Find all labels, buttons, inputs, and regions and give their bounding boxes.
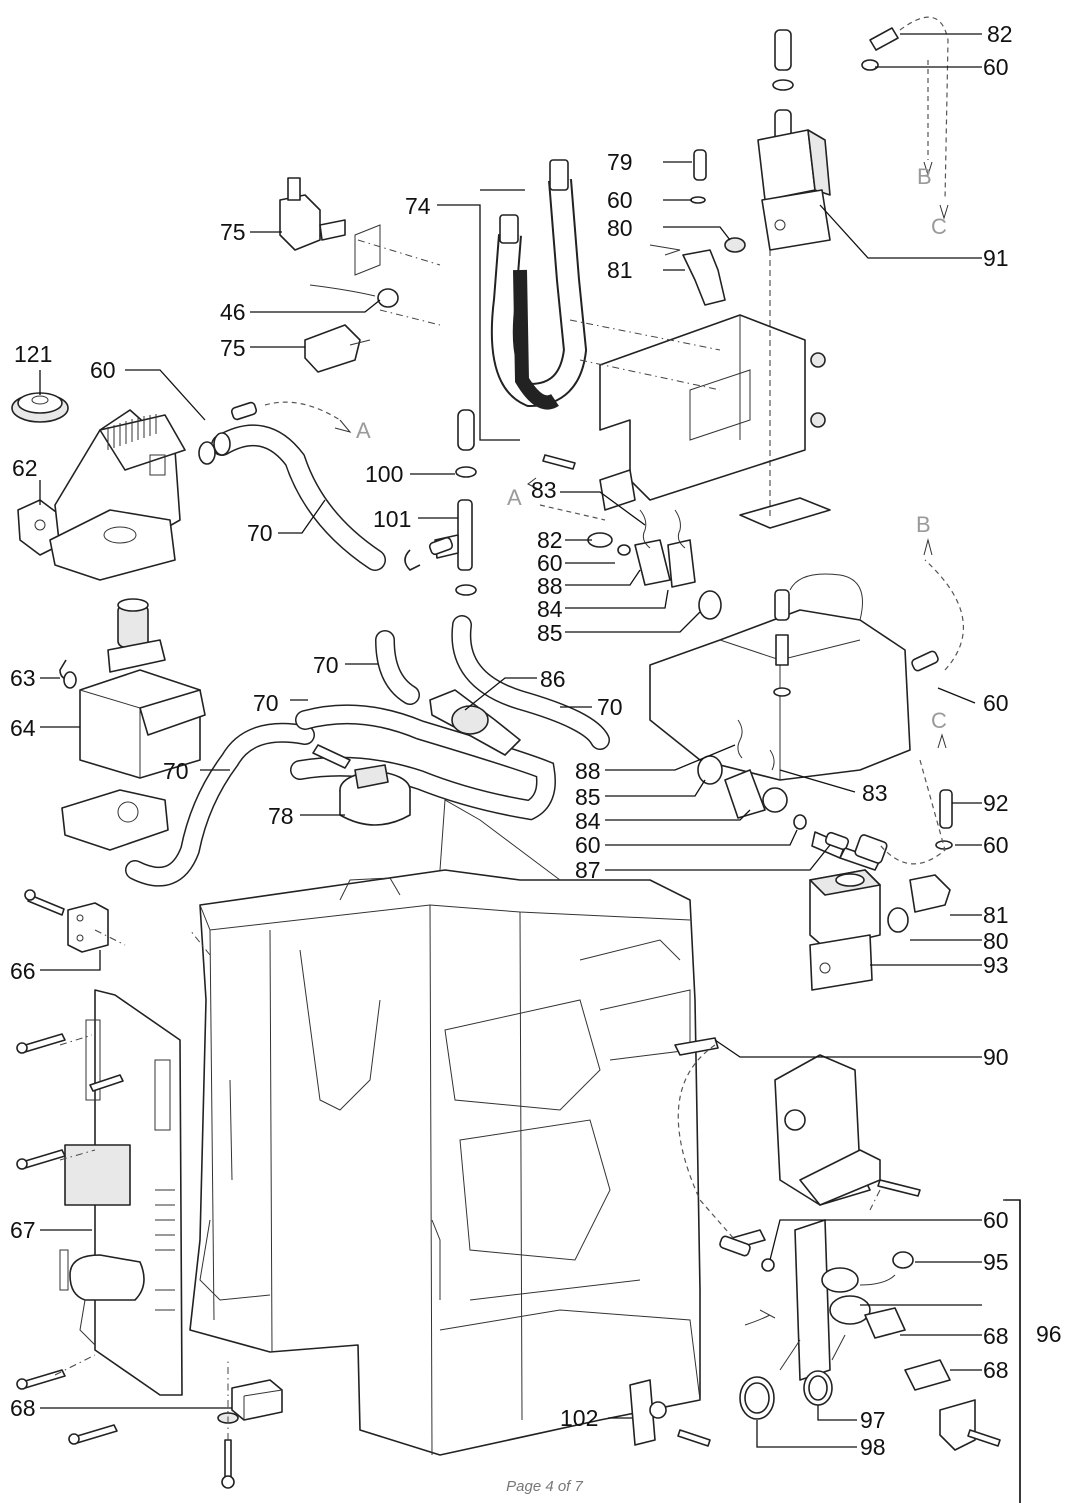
callout-85-top: 85 [537, 620, 563, 646]
hose-70-right [451, 615, 610, 750]
callout-91: 91 [983, 245, 1009, 271]
elbow-81-top [649, 149, 746, 306]
callout-68-a: 68 [983, 1323, 1009, 1349]
callout-87: 87 [575, 857, 601, 883]
callout-75-top: 75 [220, 219, 246, 245]
callout-81-b: 81 [983, 902, 1009, 928]
hose-70-long [125, 704, 556, 887]
component-121 [11, 392, 69, 423]
callout-70-d: 70 [597, 694, 623, 720]
component-78 [312, 744, 411, 826]
callout-60-top: 60 [983, 54, 1009, 80]
callout-102: 102 [560, 1405, 598, 1431]
leader-lines [39, 33, 1020, 1503]
callout-80-top: 80 [607, 215, 633, 241]
callout-80-b: 80 [983, 928, 1009, 954]
callout-83-b: 83 [862, 780, 888, 806]
coupling-84-top [587, 509, 722, 620]
callout-92: 92 [983, 790, 1009, 816]
hose-70-short [375, 630, 420, 705]
callout-101: 101 [373, 506, 411, 532]
callout-78: 78 [268, 803, 294, 829]
boiler-bracket [542, 314, 831, 529]
flowmeter-86 [429, 689, 521, 756]
page-footer: Page 4 of 7 [506, 1478, 583, 1495]
callout-97: 97 [860, 1407, 886, 1433]
callout-85-b: 85 [575, 784, 601, 810]
callout-68-left: 68 [10, 1395, 36, 1421]
callout-60-bottom: 60 [983, 1207, 1009, 1233]
group-bracket-96 [1003, 1199, 1021, 1503]
thermostat-75-top [279, 177, 381, 276]
callout-62: 62 [12, 455, 38, 481]
callout-70-e: 70 [163, 758, 189, 784]
main-housing [189, 799, 701, 1456]
callout-90: 90 [983, 1044, 1009, 1070]
callout-82-mid: 82 [537, 527, 563, 553]
callout-86: 86 [540, 666, 566, 692]
callout-64: 64 [10, 715, 36, 741]
flow-marker-b-top: B [917, 164, 932, 189]
coupling-84-bottom [697, 719, 881, 871]
callout-70-a: 70 [247, 520, 273, 546]
callout-88-top: 88 [537, 573, 563, 599]
bracket-assembly-90 [674, 1037, 921, 1206]
callout-121: 121 [14, 341, 52, 367]
callout-60-right: 60 [983, 690, 1009, 716]
callout-79: 79 [607, 149, 633, 175]
hose-70-left [198, 424, 386, 571]
valve-group-96 [724, 1219, 1001, 1451]
screws-left [16, 889, 239, 1489]
flow-arrows [334, 161, 949, 1371]
callout-84-b: 84 [575, 808, 601, 834]
callout-84-top: 84 [537, 596, 563, 622]
flow-marker-c-right: C [931, 708, 947, 733]
callout-46: 46 [220, 299, 246, 325]
callout-60-mid: 60 [537, 550, 563, 576]
callout-95: 95 [983, 1249, 1009, 1275]
flow-marker-c-top: C [931, 214, 947, 239]
bracket-66 [67, 902, 109, 953]
latch-102 [629, 1379, 711, 1447]
solenoid-valve-93 [809, 789, 953, 991]
thermostat-75-bottom [304, 324, 371, 373]
small-fittings [230, 27, 939, 1257]
circuit-board [59, 989, 183, 1396]
callout-100: 100 [365, 461, 403, 487]
component-62-assembly [17, 409, 186, 581]
callout-60-left: 60 [90, 357, 116, 383]
callout-98: 98 [860, 1434, 886, 1460]
flow-marker-a-left: A [356, 418, 371, 443]
callout-88-b: 88 [575, 758, 601, 784]
sensor-46 [309, 284, 399, 308]
solenoid-valve-91 [757, 29, 831, 520]
flow-marker-a-center: A [507, 485, 522, 510]
callout-82-top: 82 [987, 21, 1013, 47]
flow-marker-b-right: B [916, 512, 931, 537]
callout-83-top: 83 [531, 477, 557, 503]
callout-63: 63 [10, 665, 36, 691]
callout-74: 74 [405, 193, 431, 219]
connection-paths [54, 16, 965, 1440]
callout-67: 67 [10, 1217, 36, 1243]
callout-labels: 82 60 79 60 74 80 81 91 75 46 75 121 60 … [10, 21, 1062, 1460]
callout-81-top: 81 [607, 257, 633, 283]
callout-70-b: 70 [313, 652, 339, 678]
callout-66: 66 [10, 958, 36, 984]
mounting-block [649, 573, 911, 781]
pump-64 [59, 598, 206, 851]
microswitch-left [231, 1379, 283, 1421]
callout-75-bottom: 75 [220, 335, 246, 361]
callout-60-r2: 60 [983, 832, 1009, 858]
callout-60-b: 60 [607, 187, 633, 213]
callout-60-low: 60 [575, 832, 601, 858]
t-piece-101 [404, 409, 477, 596]
callout-68-b: 68 [983, 1357, 1009, 1383]
callout-96: 96 [1036, 1321, 1062, 1347]
callout-93: 93 [983, 952, 1009, 978]
callout-70-c: 70 [253, 690, 279, 716]
boiler-hose-74 [490, 159, 588, 410]
